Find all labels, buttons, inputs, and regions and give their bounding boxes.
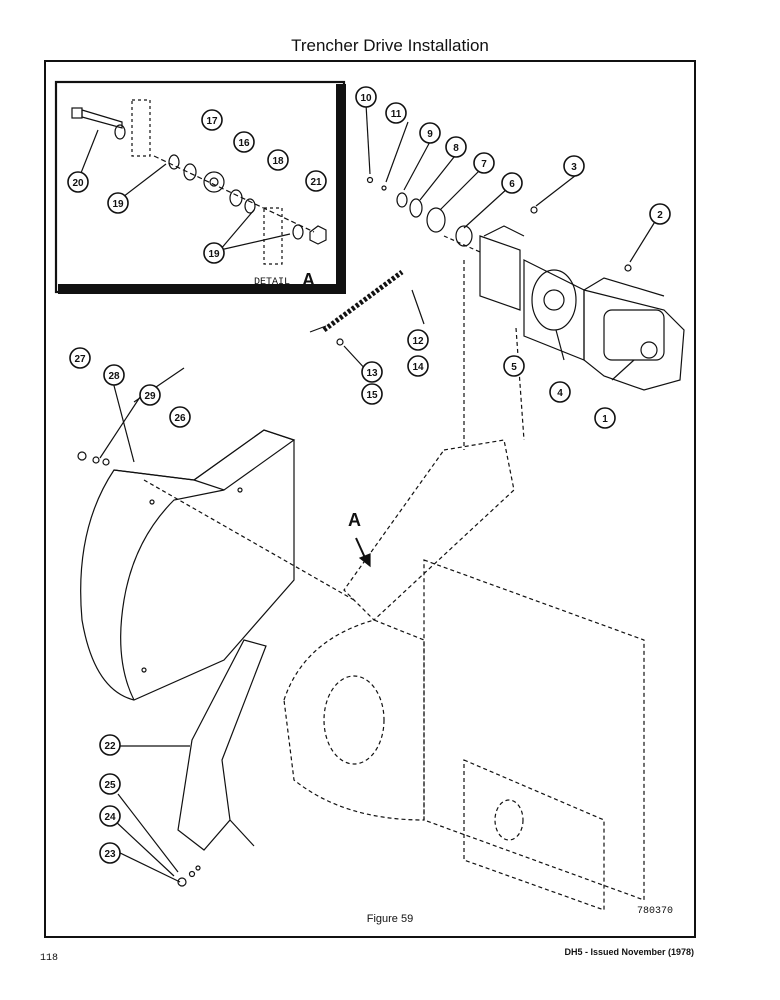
- callout-label: 17: [206, 116, 218, 127]
- callout-label: 6: [509, 179, 515, 190]
- callout-11: [385, 102, 407, 124]
- callout-label: 11: [391, 109, 402, 120]
- callout-label: 21: [310, 177, 322, 188]
- hydraulic-motor-assembly: [443, 225, 685, 391]
- callout-25: [99, 773, 121, 795]
- callout-20: [67, 171, 89, 193]
- lower-guard: [177, 639, 267, 851]
- callout-label: 13: [366, 368, 378, 379]
- callout-label: 7: [481, 159, 487, 170]
- callout-13: [361, 361, 383, 383]
- callout-label: 28: [108, 371, 120, 382]
- callout-14: [407, 355, 429, 377]
- callout-group: [67, 86, 671, 864]
- callout-2: [649, 203, 671, 225]
- callout-10: [355, 86, 377, 108]
- callout-label: 25: [104, 780, 116, 791]
- callout-21: [305, 170, 327, 192]
- callout-5: [503, 355, 525, 377]
- callout-label: 19: [208, 249, 220, 260]
- coupling-parts: [366, 176, 632, 272]
- roller-chain: [309, 269, 404, 346]
- figure-number: 780370: [637, 906, 674, 917]
- detail-label: DETAIL: [254, 277, 290, 288]
- callout-22: [99, 734, 121, 756]
- callout-label: 9: [427, 129, 433, 140]
- callout-label: 12: [412, 336, 424, 347]
- callout-6: [501, 172, 523, 194]
- callout-label: 8: [453, 143, 459, 154]
- callout-16: [233, 131, 255, 153]
- view-arrow-letter: A: [348, 510, 361, 530]
- callout-1: [594, 407, 616, 429]
- callout-label: 5: [511, 362, 517, 373]
- bolt-shank: [81, 109, 123, 129]
- callout-label: 4: [557, 388, 563, 399]
- callout-24: [99, 805, 121, 827]
- detail-letter: A: [302, 270, 315, 290]
- callout-28: [103, 364, 125, 386]
- figure-caption: Figure 59: [366, 913, 414, 925]
- callout-label: 1: [602, 414, 608, 425]
- callout-3: [563, 155, 585, 177]
- page-title: Trencher Drive Installation: [291, 36, 489, 55]
- callout-12: [407, 329, 429, 351]
- page-number: 118: [40, 953, 59, 964]
- fastener-hardware: [77, 451, 201, 887]
- callout-label: 14: [412, 362, 424, 373]
- callout-15: [361, 383, 383, 405]
- callout-18: [267, 149, 289, 171]
- callout-label: 15: [366, 390, 378, 401]
- chain-guard: [80, 429, 296, 701]
- callout-19b: [203, 242, 225, 264]
- callout-label: 18: [272, 156, 284, 167]
- callout-26: [169, 406, 191, 428]
- exploded-parts-diagram: 1 2 3 4 5 6 7 8 9 10 11 12 13 14 15 16 1…: [54, 80, 685, 911]
- callout-label: 27: [74, 354, 86, 365]
- callout-label: 24: [104, 812, 116, 823]
- washer: [114, 124, 126, 140]
- callout-29: [139, 384, 161, 406]
- callout-label: 10: [360, 93, 372, 104]
- callout-label: 22: [104, 741, 116, 752]
- callout-label: 23: [104, 849, 116, 860]
- callout-label: 29: [144, 391, 156, 402]
- callout-7: [473, 152, 495, 174]
- callout-17: [201, 109, 223, 131]
- trencher-frame: [143, 260, 645, 911]
- callout-8: [445, 136, 467, 158]
- callout-label: 2: [657, 210, 663, 221]
- footer-issue: DH5 - Issued November (1978): [564, 947, 694, 957]
- callout-19a: [107, 192, 129, 214]
- callout-23: [99, 842, 121, 864]
- callout-label: 20: [72, 178, 84, 189]
- bolt-head: [71, 107, 83, 119]
- callout-label: 19: [112, 199, 124, 210]
- callout-4: [549, 381, 571, 403]
- figure-frame: [44, 60, 696, 938]
- view-arrow-head: [358, 553, 371, 568]
- detail-a-inset: [54, 80, 346, 294]
- callout-27: [69, 347, 91, 369]
- callout-label: 26: [174, 413, 186, 424]
- callout-9: [419, 122, 441, 144]
- callout-label: 3: [571, 162, 577, 173]
- callout-label: 16: [238, 138, 250, 149]
